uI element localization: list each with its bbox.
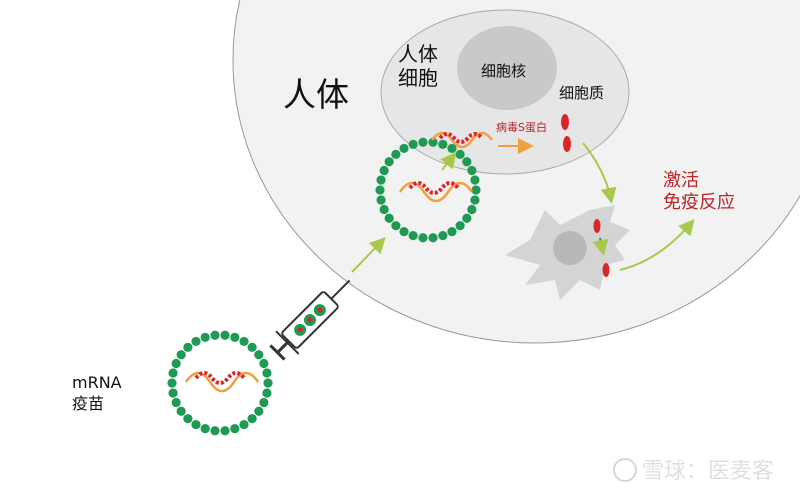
lipid-bead (230, 332, 240, 342)
nucleus-label: 细胞核 (481, 62, 527, 80)
lipid-bead (167, 378, 177, 388)
lipid-bead (247, 414, 257, 424)
lipid-bead (379, 165, 389, 176)
lipid-bead (470, 195, 480, 205)
vaccine-line2: 疫苗 (72, 394, 105, 413)
lipid-bead (418, 137, 428, 147)
lipid-bead (428, 233, 438, 243)
lipid-bead (191, 419, 201, 430)
lipid-bead (391, 149, 401, 159)
lipid-bead (470, 175, 480, 185)
lipid-bead (399, 143, 409, 154)
vaccine-line1: mRNA (72, 373, 122, 392)
lipid-nanoparticle-in-body (375, 137, 481, 243)
body-label: 人体 (283, 75, 349, 114)
lipid-bead (171, 397, 181, 408)
lipid-bead (263, 378, 273, 388)
lipid-bead (168, 388, 178, 398)
lipid-bead (262, 388, 272, 398)
lipid-bead (455, 149, 465, 159)
lipid-bead (254, 350, 264, 360)
lipid-bead (168, 368, 178, 378)
lipid-bead (239, 419, 249, 430)
lipid-bead (239, 336, 249, 347)
lipid-bead (428, 137, 438, 147)
lipid-bead (467, 204, 477, 215)
lipid-bead (210, 330, 220, 340)
lipid-bead (210, 426, 220, 436)
spike-protein-label: 病毒S蛋白 (496, 121, 547, 134)
svg-text:雪球：医麦客: 雪球：医麦客 (642, 459, 774, 484)
lipid-nanoparticle-injected (167, 330, 273, 436)
lipid-bead (230, 424, 240, 434)
lipid-bead (408, 139, 418, 149)
lipid-bead (191, 336, 201, 347)
syringe-icon (269, 279, 351, 361)
lipid-bead (462, 157, 472, 167)
lipid-bead (254, 406, 264, 416)
watermark-logo: 雪球：医麦客 (613, 458, 774, 484)
lipid-bead (447, 143, 457, 154)
lipid-bead (438, 139, 448, 149)
activate-line1: 激活 (663, 170, 699, 191)
lipid-bead (447, 226, 457, 237)
lipid-bead (455, 221, 465, 231)
process-arrows (351, 138, 695, 273)
lipid-bead (262, 368, 272, 378)
lipid-bead (259, 397, 269, 408)
lipid-bead (183, 342, 193, 352)
immune-cell-icon (505, 205, 630, 300)
cell-label-line2: 细胞 (398, 66, 438, 90)
lipid-bead (220, 330, 230, 340)
lipid-bead (176, 406, 186, 416)
lipid-bead (200, 424, 210, 434)
lipid-bead (176, 350, 186, 360)
spike-protein-icon (561, 114, 571, 152)
lipid-bead (379, 204, 389, 215)
lipid-bead (376, 175, 386, 185)
lipid-bead (418, 233, 428, 243)
lipid-bead (384, 157, 394, 167)
cell-nucleus (457, 26, 557, 110)
lipid-bead (259, 358, 269, 369)
lipid-bead (399, 226, 409, 237)
lipid-bead (171, 358, 181, 369)
activate-line2: 免疫反应 (663, 192, 735, 213)
lipid-bead (376, 195, 386, 205)
lipid-bead (220, 426, 230, 436)
mrna-strand-icon (184, 131, 494, 393)
lipid-bead (247, 342, 257, 352)
lipid-bead (438, 231, 448, 241)
lipid-bead (200, 332, 210, 342)
lipid-bead (471, 185, 481, 195)
lipid-bead (384, 213, 394, 223)
lipid-bead (183, 414, 193, 424)
lipid-bead (408, 231, 418, 241)
cell-label-line1: 人体 (398, 42, 438, 66)
lipid-bead (467, 165, 477, 176)
activate-immune-label: 激活 免疫反应 (663, 170, 735, 214)
lipid-bead (391, 221, 401, 231)
cytoplasm-label: 细胞质 (559, 84, 605, 102)
cell-label: 人体 细胞 (398, 42, 438, 90)
lipid-bead (375, 185, 385, 195)
lipid-bead (462, 213, 472, 223)
vaccine-label: mRNA 疫苗 (72, 372, 122, 414)
